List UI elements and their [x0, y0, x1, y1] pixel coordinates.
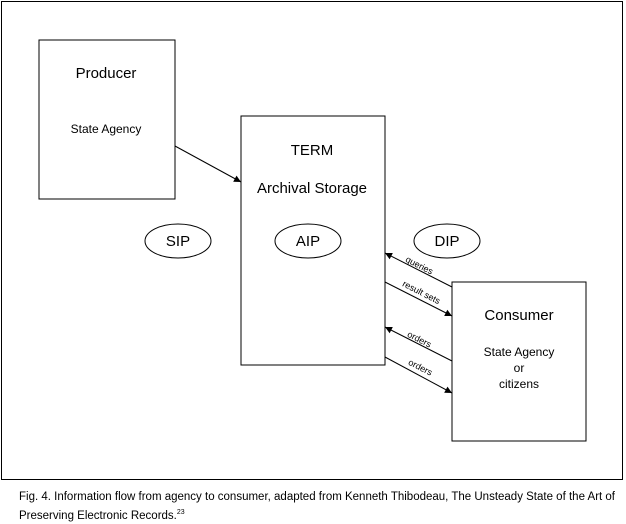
consumer-line-1: State Agency	[484, 345, 555, 359]
consumer-title: Consumer	[484, 307, 553, 324]
queries-label: queries	[404, 254, 435, 277]
queries-arrow	[384, 252, 453, 288]
storage-box: TERM Archival Storage	[240, 115, 386, 366]
orders-in-label: orders	[406, 329, 434, 350]
result-sets-arrow	[384, 281, 453, 317]
figure-caption: Fig. 4. Information flow from agency to …	[19, 490, 619, 524]
producer-title: Producer	[76, 65, 137, 82]
diagram-frame	[1, 1, 623, 480]
producer-box: Producer State Agency	[38, 39, 176, 200]
consumer-line-3: citizens	[499, 377, 539, 391]
producer-subtitle: State Agency	[71, 122, 142, 136]
aip-label: AIP	[296, 233, 320, 250]
orders-out-label: orders	[407, 357, 435, 378]
dip-ellipse: DIP	[413, 223, 481, 259]
caption-text: Fig. 4. Information flow from agency to …	[19, 491, 616, 522]
producer-to-storage-arrow	[174, 145, 242, 183]
sip-ellipse: SIP	[144, 223, 212, 259]
result-sets-label: result sets	[401, 279, 443, 307]
sip-label: SIP	[166, 233, 190, 250]
orders-out-arrow	[384, 356, 453, 394]
storage-title: TERM	[291, 142, 334, 159]
orders-in-arrow	[384, 326, 453, 362]
dip-label: DIP	[434, 233, 459, 250]
storage-subtitle: Archival Storage	[257, 180, 367, 197]
flow-diagram: Producer State Agency TERM Archival Stor…	[38, 39, 587, 442]
consumer-box: Consumer State Agency or citizens	[451, 281, 587, 442]
aip-ellipse: AIP	[274, 223, 342, 259]
consumer-line-2: or	[514, 361, 525, 375]
caption-footnote: 23	[176, 509, 185, 516]
